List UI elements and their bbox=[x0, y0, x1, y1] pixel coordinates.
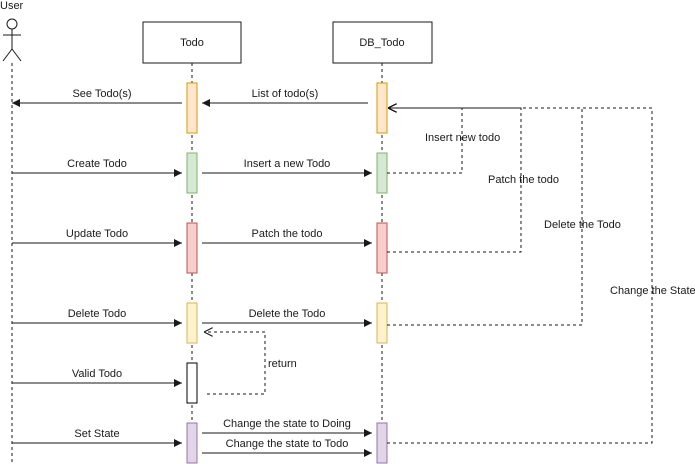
return-label: return bbox=[268, 358, 297, 370]
todo-activation-bar bbox=[186, 82, 198, 134]
message-label: List of todo(s) bbox=[252, 88, 319, 100]
return-arrow bbox=[387, 108, 583, 326]
message-label: Patch the todo bbox=[252, 228, 323, 240]
participant-todo-label: Todo bbox=[180, 37, 204, 49]
return-label: Patch the todo bbox=[488, 174, 559, 186]
return-label: Change the State bbox=[610, 285, 695, 297]
message-label: Change the state to Todo bbox=[226, 438, 349, 450]
participant-todo: Todo bbox=[142, 21, 242, 64]
return-label: Delete the Todo bbox=[544, 219, 621, 231]
db-activation-bar bbox=[376, 152, 388, 194]
todo-activation-bar bbox=[186, 302, 198, 344]
participant-db-todo: DB_Todo bbox=[332, 21, 433, 64]
return-label: Insert new todo bbox=[425, 132, 500, 144]
message-label: Create Todo bbox=[67, 158, 127, 170]
return-arrow bbox=[387, 108, 653, 444]
todo-activation-bar bbox=[186, 152, 198, 194]
message-label: Update Todo bbox=[66, 228, 128, 240]
message-label: See Todo(s) bbox=[72, 88, 131, 100]
user-actor: User bbox=[0, 0, 24, 62]
message-label: Set State bbox=[74, 428, 119, 440]
participant-db-todo-label: DB_Todo bbox=[359, 37, 404, 49]
message-label: Delete Todo bbox=[68, 308, 127, 320]
db-activation-bar bbox=[376, 422, 388, 464]
todo-activation-bar bbox=[186, 422, 198, 464]
message-label: Valid Todo bbox=[72, 368, 122, 380]
return-arrow bbox=[387, 108, 522, 253]
message-label: Delete the Todo bbox=[249, 308, 326, 320]
actor-label: User bbox=[0, 0, 24, 12]
db-activation-bar bbox=[376, 82, 388, 134]
todo-activation-bar bbox=[186, 222, 198, 274]
message-label: Insert a new Todo bbox=[244, 158, 331, 170]
return-arrow bbox=[204, 332, 266, 395]
db-activation-bar bbox=[376, 302, 388, 344]
actor-figure-icon bbox=[2, 18, 22, 62]
db-activation-bar bbox=[376, 222, 388, 274]
message-label: Change the state to Doing bbox=[223, 418, 351, 430]
todo-activation-bar bbox=[186, 362, 198, 404]
